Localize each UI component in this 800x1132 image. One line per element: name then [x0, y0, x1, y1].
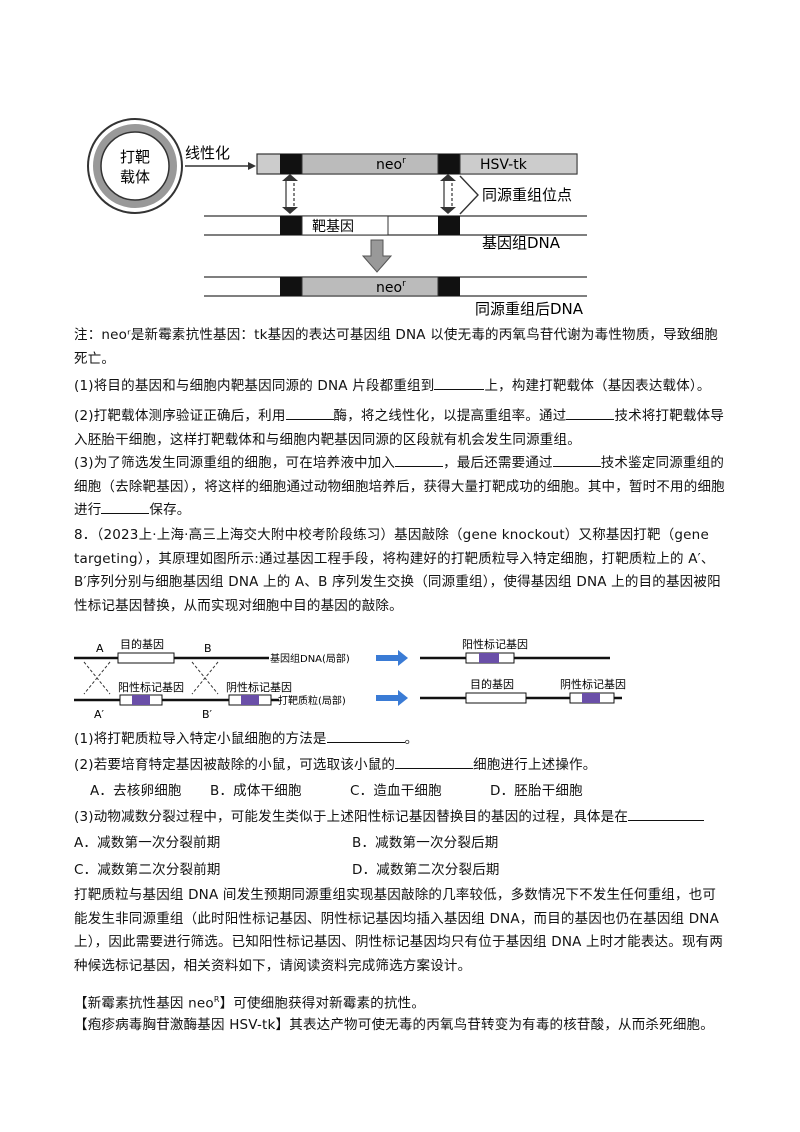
positive-marker-label-2: 阳性标记基因 [462, 637, 528, 651]
question-8-2: (2)若要培育特定基因被敲除的小鼠，可选取该小鼠的细胞进行上述操作。 [74, 754, 726, 778]
negative-marker-label-2: 阴性标记基因 [560, 677, 626, 691]
negative-marker-label-1: 阴性标记基因 [226, 680, 292, 694]
right-arrow-icon [376, 690, 408, 706]
question-8-3: (3)动物减数分裂过程中，可能发生类似于上述阳性标记基因替换目的基因的过程，具体… [74, 806, 726, 830]
hsv-label: HSV-tk [480, 157, 528, 173]
genome-local-label: 基因组DNA(局部) [270, 652, 350, 665]
target-gene-label-2: 目的基因 [470, 677, 514, 691]
target-gene-box [301, 215, 389, 236]
label-B-prime: B′ [202, 708, 213, 721]
option-d: D．胚胎干细胞 [490, 783, 583, 799]
question-8-1: (1)将打靶质粒导入特定小鼠细胞的方法是。 [74, 728, 726, 752]
target-gene-box-1 [117, 652, 175, 664]
down-arrow-icon [361, 239, 393, 273]
option-a: A．去核卵细胞 [90, 783, 182, 799]
vector-label-1: 打靶 [120, 148, 150, 166]
neo-label: neor [376, 156, 406, 173]
question-2: (2)打靶载体测序验证正确后，利用酶，将之线性化，以提高重组率。通过技术将打靶载… [74, 405, 726, 452]
note-paragraph: 注：neoʳ是新霉素抗性基因：tk基因的表达可基因组 DNA 以使无毒的丙氧鸟苷… [74, 327, 718, 367]
label-B: B [204, 642, 212, 655]
positive-marker-label-1: 阳性标记基因 [118, 680, 184, 694]
hsv-info: 【疱疹病毒胸苷激酶基因 HSV-tk】其表达产物可使无毒的丙氧鸟苷转变为有毒的核… [74, 1017, 714, 1033]
option-c: C．造血干细胞 [350, 783, 442, 799]
question-8-2-options: A．去核卵细胞 B．成体干细胞 C．造血干细胞 D．胚胎干细胞 [74, 780, 726, 804]
genome-dna-label: 基因组DNA [482, 234, 561, 252]
gene-targeting-figure: 打靶 载体 线性化 neor HSV-tk 同源重组位点 靶基因 基因组DNA … [87, 118, 587, 318]
vector-label-2: 载体 [120, 168, 150, 186]
knockout-figure: A B 目的基因 基因组DNA(局部) 阳性标记基因 阴性标记基因 打靶质粒(局… [74, 637, 626, 721]
question-8-3-options: A．减数第一次分裂前期 B．减数第一次分裂后期 C．减数第二次分裂前期 D．减数… [74, 832, 726, 882]
neo-info: 【新霉素抗性基因 neoR】可使细胞获得对新霉素的抗性。 [74, 995, 426, 1012]
after-dna-label: 同源重组后DNA [475, 300, 584, 318]
plasmid-local-label: 打靶质粒(局部) [278, 694, 346, 707]
label-A: A [96, 642, 104, 655]
arrow-icon [248, 162, 256, 170]
target-gene-label: 靶基因 [312, 218, 354, 235]
option-c: C．减数第二次分裂前期 [74, 861, 221, 878]
label-A-prime: A′ [94, 708, 105, 721]
option-b: B．减数第一次分裂后期 [352, 835, 499, 851]
option-b: B．成体干细胞 [210, 783, 302, 799]
linearize-label: 线性化 [185, 144, 230, 162]
screening-paragraph: 打靶质粒与基因组 DNA 间发生预期同源重组实现基因敲除的几率较低，多数情况下不… [74, 887, 724, 974]
target-gene-label-1: 目的基因 [120, 637, 164, 651]
option-a: A．减数第一次分裂前期 [74, 835, 221, 851]
option-d: D．减数第二次分裂后期 [352, 861, 500, 878]
question-3: (3)为了筛选发生同源重组的细胞，可在培养液中加入，最后还需要通过技术鉴定同源重… [74, 452, 726, 523]
question-1: (1)将目的基因和与细胞内靶基因同源的 DNA 片段都重组到上，构建打靶载体（基… [74, 375, 726, 399]
neo-label-result: neor [376, 279, 406, 296]
question-8-intro: 8．（2023上·上海·高三上海交大附中校考阶段练习）基因敲除（gene kno… [74, 527, 721, 614]
homologous-sites-label: 同源重组位点 [482, 186, 572, 204]
right-arrow-icon [376, 650, 408, 666]
